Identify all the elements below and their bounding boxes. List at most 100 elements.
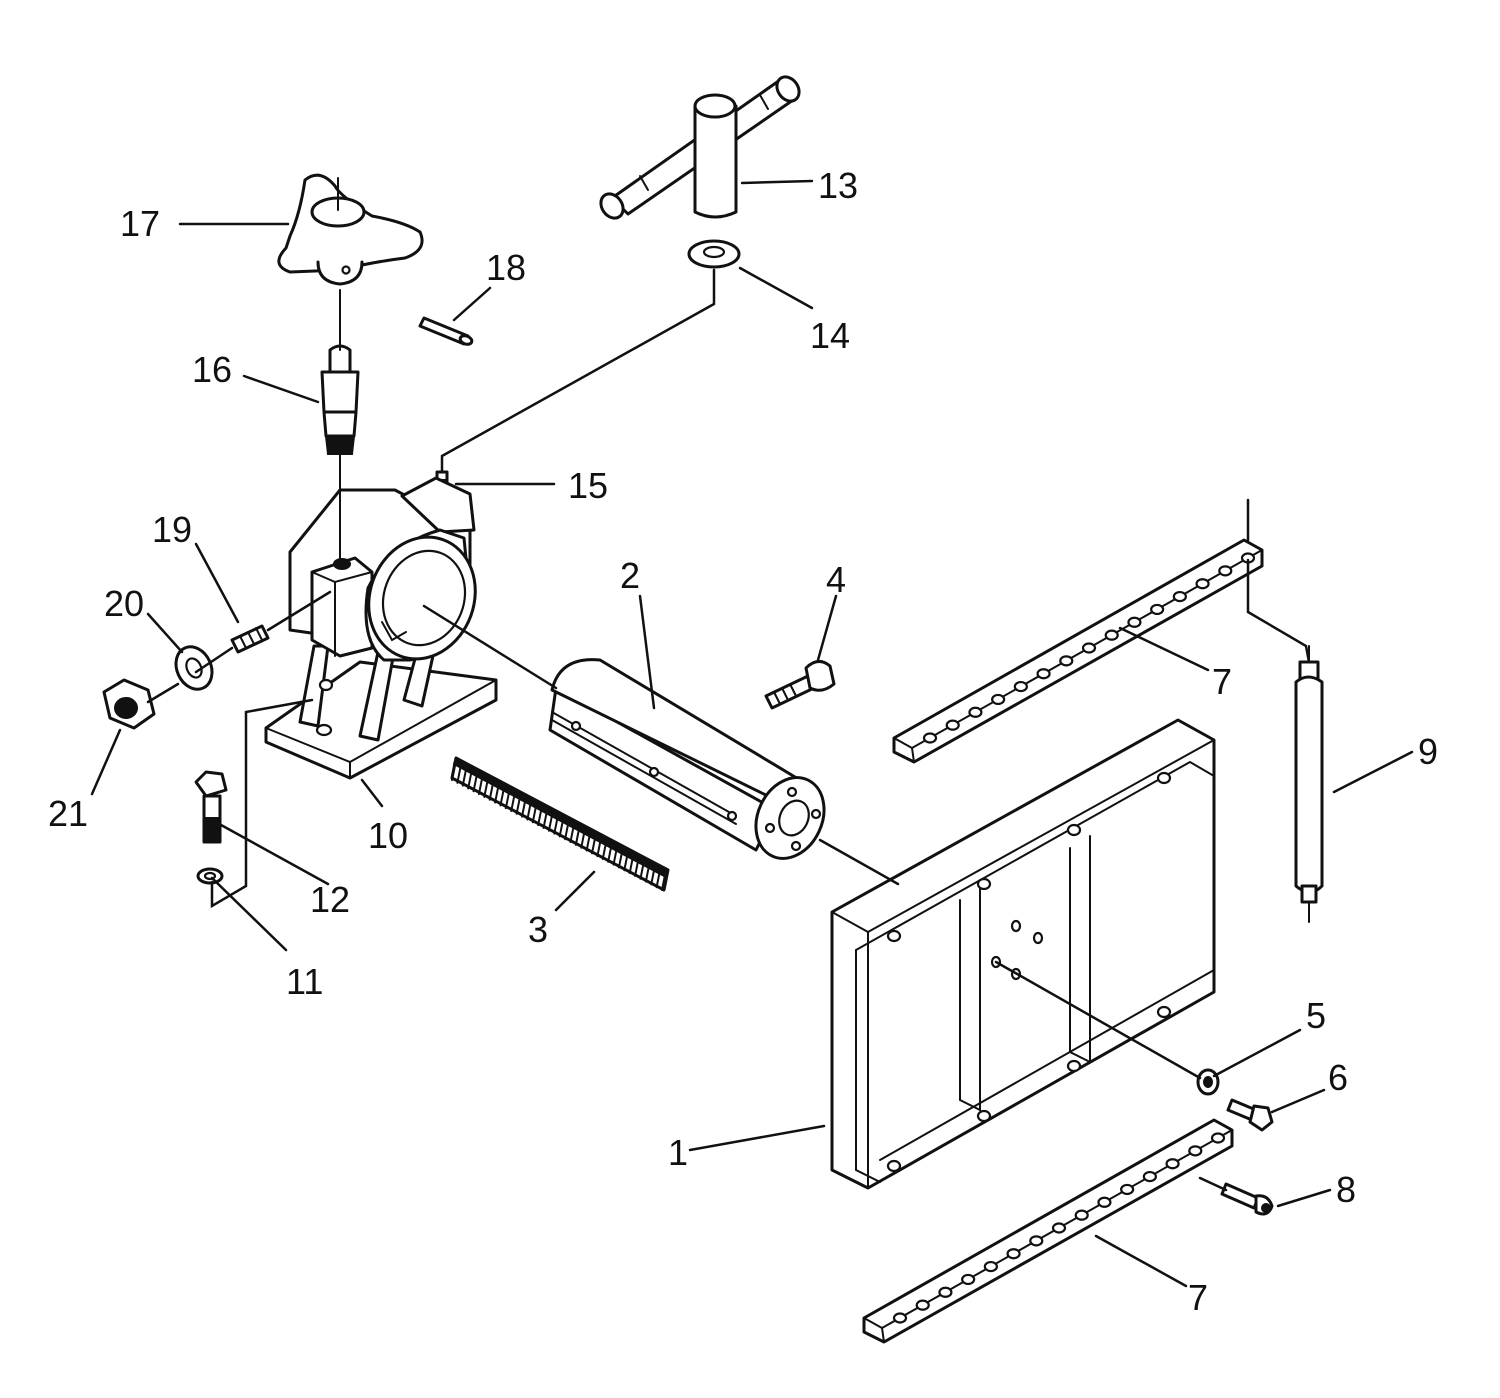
bar-hole bbox=[1142, 1170, 1157, 1183]
rack-tooth bbox=[650, 863, 657, 886]
bar-hole bbox=[983, 1260, 998, 1273]
bar-hole bbox=[1127, 616, 1142, 628]
bar-hole bbox=[1059, 655, 1074, 667]
rack-tooth bbox=[542, 806, 549, 829]
callout-13: 13 bbox=[818, 165, 858, 206]
callout-1: 1 bbox=[668, 1132, 688, 1173]
part-11-washer bbox=[196, 867, 224, 885]
callout-10: 10 bbox=[368, 815, 408, 856]
part-7-lower-bar bbox=[862, 1118, 1234, 1344]
rack-tooth bbox=[617, 846, 624, 869]
bar-hole bbox=[961, 1273, 976, 1286]
rack-tooth bbox=[607, 840, 614, 863]
part-21-hex-nut bbox=[102, 678, 156, 730]
callout-7-upper: 7 bbox=[1212, 661, 1232, 702]
rack-tooth bbox=[661, 869, 667, 891]
assembly-lines bbox=[146, 268, 1311, 1192]
callout-20: 20 bbox=[104, 583, 144, 624]
rack-tooth bbox=[585, 829, 592, 852]
callout-2: 2 bbox=[620, 555, 640, 596]
bar-hole bbox=[1188, 1145, 1203, 1157]
bar-hole bbox=[945, 719, 960, 731]
rack-tooth bbox=[499, 784, 506, 807]
bar-hole bbox=[1150, 603, 1165, 616]
bar-hole bbox=[1029, 1235, 1044, 1247]
part-7-upper-bar bbox=[892, 538, 1264, 764]
rack-tooth bbox=[558, 815, 565, 838]
part-17-knob bbox=[277, 173, 424, 286]
part-10-housing bbox=[264, 454, 498, 780]
bar-hole bbox=[1120, 1183, 1135, 1196]
callout-16: 16 bbox=[192, 349, 232, 390]
callout-17: 17 bbox=[120, 203, 160, 244]
bar-hole bbox=[892, 1312, 908, 1324]
rack-tooth bbox=[634, 854, 641, 877]
bar-hole bbox=[938, 1286, 953, 1298]
callout-leaders bbox=[90, 179, 1414, 1288]
part-13-t-handle bbox=[599, 75, 801, 220]
rack-tooth bbox=[569, 821, 576, 844]
rack-tooth bbox=[483, 775, 490, 798]
bar-hole bbox=[915, 1299, 930, 1311]
callout-15: 15 bbox=[568, 465, 608, 506]
rack-tooth bbox=[515, 792, 522, 815]
rack-tooth bbox=[601, 837, 608, 860]
bar-hole bbox=[1218, 565, 1233, 577]
rack-tooth bbox=[591, 832, 597, 855]
callout-7-lower: 7 bbox=[1188, 1277, 1208, 1318]
callout-3: 3 bbox=[528, 909, 548, 950]
rack-tooth bbox=[451, 759, 457, 781]
part-5-washer bbox=[1196, 1068, 1220, 1096]
bar-hole bbox=[991, 693, 1006, 706]
rack-tooth bbox=[537, 804, 544, 827]
rack-tooth bbox=[547, 809, 554, 832]
bar-hole bbox=[1172, 590, 1187, 603]
rack-tooth bbox=[521, 795, 527, 818]
rack-tooth bbox=[644, 860, 651, 883]
rack-tooth bbox=[580, 826, 587, 849]
bar-hole bbox=[1074, 1209, 1089, 1221]
callout-14: 14 bbox=[810, 315, 850, 356]
part-14-washer bbox=[687, 239, 741, 269]
callout-5: 5 bbox=[1306, 995, 1326, 1036]
rack-tooth bbox=[467, 767, 474, 790]
rack-tooth bbox=[472, 770, 479, 793]
callout-6: 6 bbox=[1328, 1057, 1348, 1098]
rack-tooth bbox=[574, 823, 581, 846]
bar-hole bbox=[1195, 578, 1210, 590]
rack-tooth bbox=[628, 852, 635, 875]
callout-4: 4 bbox=[826, 559, 846, 600]
bar-hole bbox=[922, 732, 938, 744]
callout-18: 18 bbox=[486, 247, 526, 288]
bar-hole bbox=[1013, 680, 1028, 693]
bar-hole bbox=[1165, 1158, 1180, 1170]
rack-tooth bbox=[596, 835, 603, 858]
bar-hole bbox=[1036, 668, 1051, 680]
rack-tooth bbox=[477, 773, 484, 796]
rack-tooth bbox=[623, 849, 630, 872]
bar-hole bbox=[1006, 1248, 1021, 1260]
callout-12: 12 bbox=[310, 879, 350, 920]
part-16-pinion-shaft bbox=[320, 289, 360, 455]
part-9-post bbox=[1294, 645, 1324, 923]
bar-hole bbox=[1210, 1132, 1226, 1144]
rack-tooth bbox=[461, 764, 468, 787]
rack-tooth bbox=[564, 818, 571, 841]
rack-tooth bbox=[612, 843, 619, 866]
part-18-pin bbox=[418, 316, 474, 346]
rack-tooth bbox=[526, 798, 533, 821]
rack-tooth bbox=[655, 866, 662, 889]
callout-9: 9 bbox=[1418, 731, 1438, 772]
part-1-frame bbox=[830, 718, 1216, 1190]
rack-tooth bbox=[494, 781, 501, 804]
rack-tooth bbox=[639, 857, 646, 880]
callout-21: 21 bbox=[48, 793, 88, 834]
callout-labels: 1 2 3 4 5 6 7 7 8 9 10 11 12 13 14 15 16… bbox=[48, 165, 1438, 1318]
callout-8: 8 bbox=[1336, 1169, 1356, 1210]
part-12-hex-bolt bbox=[194, 770, 228, 844]
part-8-cap-screw bbox=[1220, 1182, 1274, 1216]
part-19-set-screw bbox=[230, 624, 270, 654]
rack-tooth bbox=[456, 761, 463, 784]
rack-tooth bbox=[488, 778, 495, 801]
